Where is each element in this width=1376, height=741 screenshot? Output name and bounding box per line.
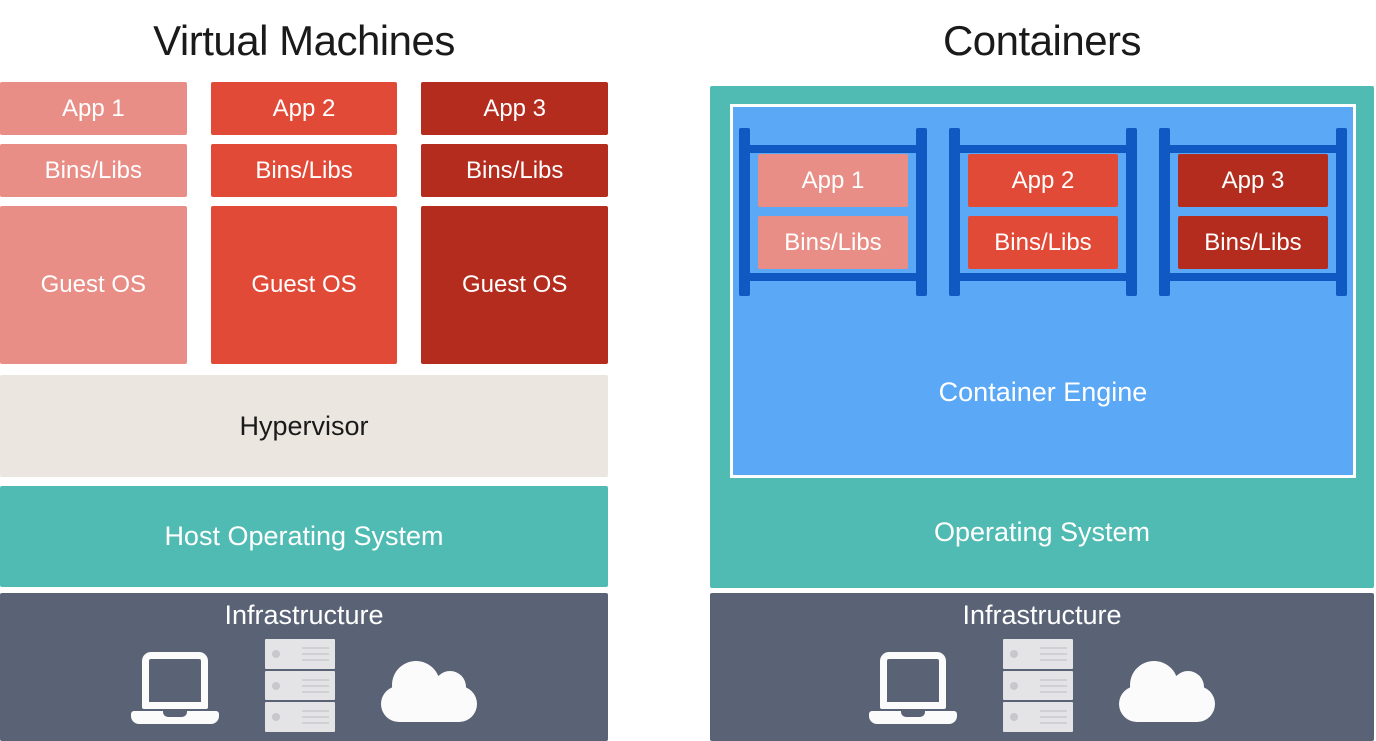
containers-panel-title: Containers <box>942 17 1142 64</box>
frame-post <box>739 128 750 296</box>
frame-rail <box>1168 145 1338 153</box>
vm-stack-1: App 1 Bins/Libs Guest OS <box>0 82 187 364</box>
vm-infrastructure-bar: Infrastructure <box>0 593 608 741</box>
app-box: App 1 <box>0 82 187 135</box>
infrastructure-label: Infrastructure <box>962 600 1122 630</box>
frame-rail <box>958 145 1128 153</box>
guest-os-box: Guest OS <box>210 206 398 364</box>
vm-stack-3: App 3 Bins/Libs Guest OS <box>421 82 609 364</box>
bins-libs-box: Bins/Libs <box>968 216 1118 269</box>
frame-rail <box>748 273 918 281</box>
app-box: App 3 <box>1178 154 1328 207</box>
frame-post <box>1336 128 1347 296</box>
vm-stacks: App 1 Bins/Libs Guest OS App 2 Bins/Libs… <box>0 82 609 364</box>
vm-stack-2: App 2 Bins/Libs Guest OS <box>210 82 398 364</box>
server-icon <box>1003 639 1073 733</box>
infrastructure-icons <box>131 637 477 733</box>
app-box: App 1 <box>758 154 908 207</box>
frame-post <box>949 128 960 296</box>
bins-libs-box: Bins/Libs <box>421 144 609 197</box>
frame-post <box>916 128 927 296</box>
containers-infrastructure-bar: Infrastructure <box>710 593 1374 741</box>
guest-os-box: Guest OS <box>421 206 609 364</box>
cloud-icon <box>381 661 477 722</box>
laptop-icon <box>131 652 219 724</box>
infrastructure-label: Infrastructure <box>224 600 384 630</box>
container-engine-label: Container Engine <box>938 377 1148 407</box>
vm-panel-title: Virtual Machines <box>153 17 455 64</box>
bins-libs-box: Bins/Libs <box>758 216 908 269</box>
laptop-icon <box>869 652 957 724</box>
bins-libs-box: Bins/Libs <box>210 144 398 197</box>
cloud-icon <box>1119 661 1215 722</box>
frame-post <box>1159 128 1170 296</box>
container-frame-3: App 3 Bins/Libs <box>1159 128 1347 296</box>
infrastructure-icons <box>869 637 1215 733</box>
app-box: App 2 <box>210 82 398 135</box>
app-box: App 2 <box>968 154 1118 207</box>
bins-libs-box: Bins/Libs <box>1178 216 1328 269</box>
server-icon <box>265 639 335 733</box>
operating-system-label: Operating System <box>933 517 1151 547</box>
host-os-bar: Host Operating System <box>0 486 608 587</box>
hypervisor-bar: Hypervisor <box>0 375 608 477</box>
frame-post <box>1126 128 1137 296</box>
bins-libs-box: Bins/Libs <box>0 144 187 197</box>
frame-rail <box>748 145 918 153</box>
app-box: App 3 <box>421 82 609 135</box>
frame-rail <box>958 273 1128 281</box>
container-frame-2: App 2 Bins/Libs <box>949 128 1137 296</box>
containers-os-box: App 1 Bins/Libs App 2 Bins/Libs App <box>710 86 1374 588</box>
container-frame-1: App 1 Bins/Libs <box>739 128 927 296</box>
guest-os-box: Guest OS <box>0 206 187 364</box>
container-engine-box: App 1 Bins/Libs App 2 Bins/Libs App <box>730 104 1356 478</box>
container-frames: App 1 Bins/Libs App 2 Bins/Libs App <box>739 128 1347 296</box>
frame-rail <box>1168 273 1338 281</box>
